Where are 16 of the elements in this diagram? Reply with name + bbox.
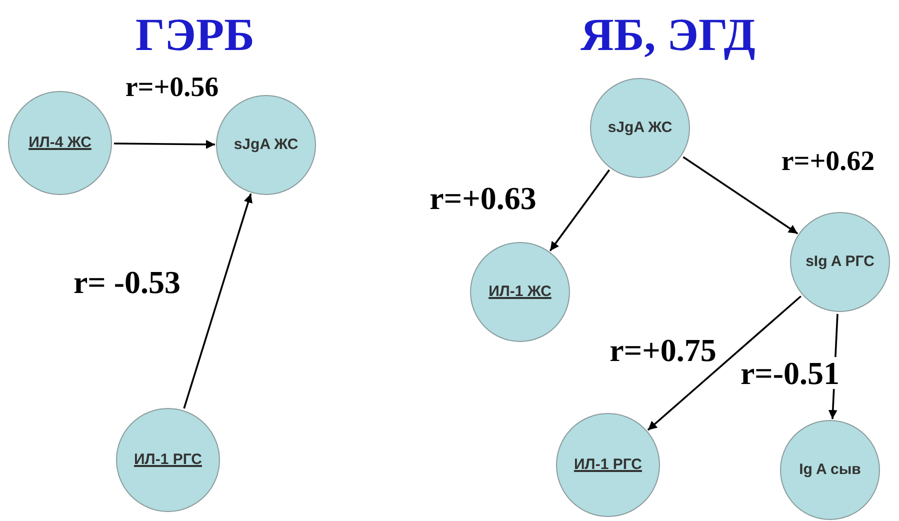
node-label: ИЛ-1 ЖС — [488, 282, 552, 302]
node-label: sIg A РГС — [806, 252, 874, 272]
arrow — [647, 296, 802, 431]
heading: ГЭРБ — [136, 12, 254, 58]
node-label: ИЛ-4 ЖС — [28, 133, 92, 153]
arrow — [549, 169, 610, 252]
node-label: ИЛ-1 РГС — [574, 455, 642, 475]
arrow — [682, 156, 798, 234]
arrow — [114, 140, 215, 149]
node-label: sJgA ЖС — [608, 118, 672, 138]
heading: ЯБ, ЭГД — [580, 12, 756, 58]
node-label: sJgA ЖС — [234, 135, 298, 155]
arrow — [183, 193, 252, 409]
node-label: Ig A сыв — [799, 460, 861, 480]
node-label: ИЛ-1 РГС — [134, 450, 202, 470]
edge-label: r=-0.51 — [740, 357, 840, 389]
